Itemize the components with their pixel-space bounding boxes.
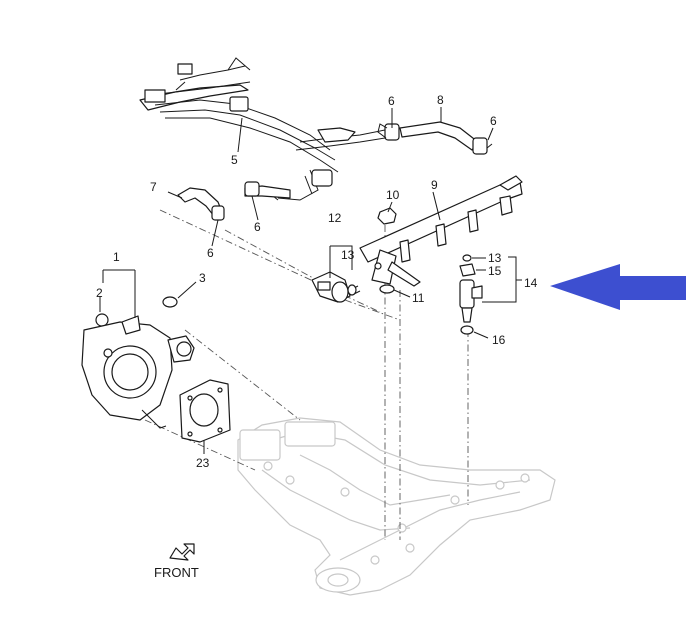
callout-6-lower: 6 [207,246,214,260]
vacuum-pipe-assembly [139,57,386,201]
callout-13-injector: 13 [488,251,502,265]
front-label: FRONT [154,565,199,580]
fuel-injector [459,279,483,323]
callout-7: 7 [150,180,157,194]
highlight-arrow-icon [550,264,686,310]
pressure-regulator [311,271,361,303]
callout-12: 12 [328,211,342,225]
callout-8: 8 [437,93,444,107]
intake-manifold [237,417,556,596]
callout-11: 11 [412,291,425,305]
callout-6-top-right: 6 [490,114,497,128]
callout-14: 14 [524,276,538,290]
callout-16: 16 [492,333,506,347]
callout-3: 3 [199,271,206,285]
small-parts [95,207,476,335]
throttle-body [81,315,195,429]
callout-5: 5 [231,153,238,167]
fuel-rail [359,175,523,287]
front-arrow-icon [169,543,195,561]
callout-6-middle: 6 [254,220,261,234]
callout-1: 1 [113,250,120,264]
callout-9: 9 [431,178,438,192]
callout-leaders [99,107,522,454]
front-indicator: FRONT [154,543,199,580]
callout-labels: 1 2 3 5 6 6 6 6 7 8 9 10 11 12 13 13 14 … [96,93,538,470]
callout-13-regulator: 13 [341,248,355,262]
hose-left [177,181,291,221]
hose-upper [377,121,493,155]
callout-15: 15 [488,264,502,278]
gasket [179,379,231,443]
callout-23: 23 [196,456,210,470]
callout-2: 2 [96,286,103,300]
callout-6-top-left: 6 [388,94,395,108]
callout-10: 10 [386,188,400,202]
